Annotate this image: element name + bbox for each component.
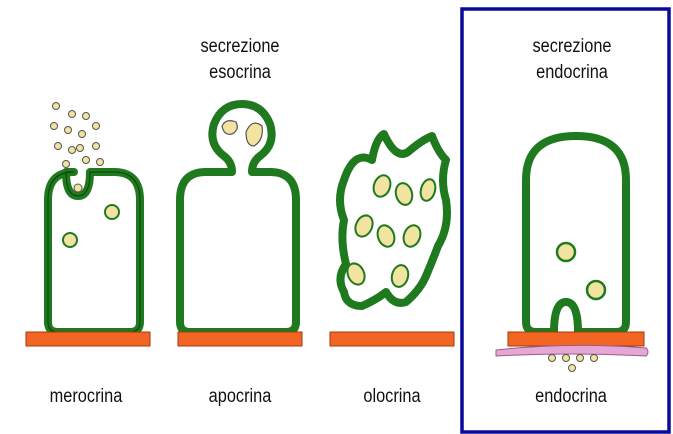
- granule: [63, 233, 77, 247]
- holocrine-cell: [330, 134, 454, 346]
- heading-exocrine-line2: esocrina: [188, 60, 291, 86]
- heading-endocrine-line1: secrezione: [520, 34, 623, 60]
- granule: [557, 243, 575, 261]
- apical-bleb-granule: [222, 121, 237, 135]
- basement-membrane: [26, 332, 150, 346]
- label-endocrine: endocrina: [515, 384, 627, 410]
- heading-endocrine-line2: endocrina: [520, 60, 623, 86]
- apocrine-membrane: [180, 104, 296, 332]
- basement-membrane: [330, 332, 454, 346]
- blood-vessel: [496, 345, 648, 356]
- apocrine-cell: [178, 104, 302, 346]
- granule: [105, 205, 119, 219]
- merocrine-cell: [26, 103, 150, 347]
- released-secretion: [51, 103, 104, 168]
- granule: [587, 281, 605, 299]
- label-merocrine: merocrina: [34, 384, 137, 410]
- heading-exocrine-line1: secrezione: [188, 34, 291, 60]
- label-holocrine: olocrina: [339, 384, 446, 410]
- endocrine-cell: [496, 136, 648, 372]
- released-hormone: [549, 355, 598, 372]
- merocrine-membrane: [48, 172, 140, 332]
- basement-membrane: [508, 332, 644, 346]
- basement-membrane: [178, 332, 302, 346]
- granule: [74, 184, 82, 192]
- endocrine-membrane: [526, 136, 626, 332]
- label-apocrine: apocrina: [187, 384, 294, 410]
